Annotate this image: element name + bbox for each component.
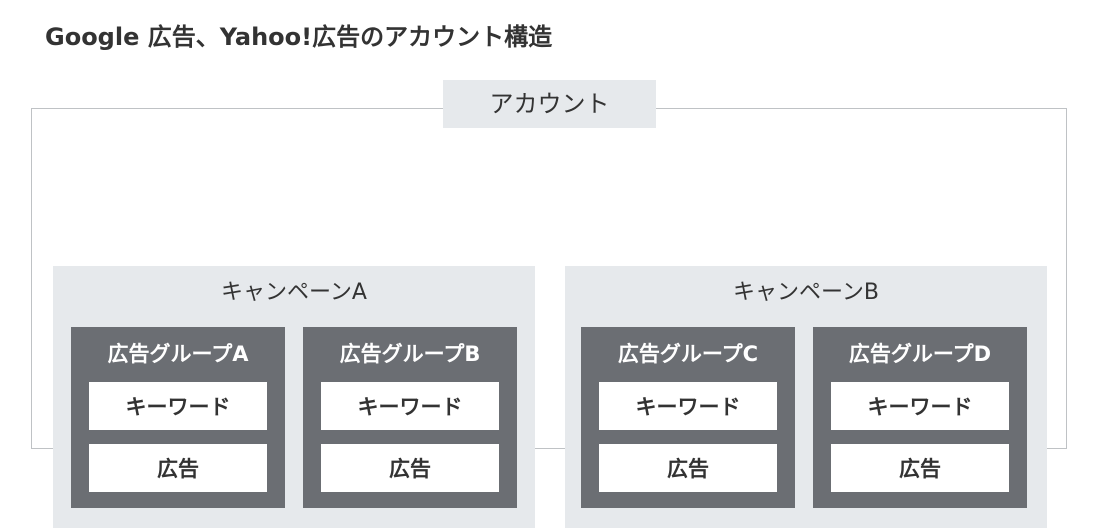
ad-group-b-keyword: キーワード [321,382,499,430]
ad-group-a-title: 広告グループA [107,342,249,366]
ad-group-a-keyword: キーワード [89,382,267,430]
account-label: アカウント [443,80,656,128]
ad-group-b-title: 広告グループB [339,342,481,366]
ad-group-d: 広告グループD キーワード 広告 [813,327,1027,508]
ad-group-d-ad: 広告 [831,444,1009,492]
ad-group-a: 広告グループA キーワード 広告 [71,327,285,508]
campaign-b-title: キャンペーンB [733,280,879,305]
ad-group-c: 広告グループC キーワード 広告 [581,327,795,508]
ad-group-d-title: 広告グループD [848,342,992,366]
ad-group-a-ad: 広告 [89,444,267,492]
campaign-a: キャンペーンA 広告グループA キーワード 広告 広告グループB キーワード 広… [53,266,535,528]
campaign-a-title: キャンペーンA [221,280,367,305]
ad-group-c-title: 広告グループC [617,342,759,366]
ad-group-d-keyword: キーワード [831,382,1009,430]
ad-group-b-ad: 広告 [321,444,499,492]
campaign-b: キャンペーンB 広告グループC キーワード 広告 広告グループD キーワード 広… [565,266,1047,528]
ad-group-c-ad: 広告 [599,444,777,492]
ad-group-c-keyword: キーワード [599,382,777,430]
account-container: キャンペーンA 広告グループA キーワード 広告 広告グループB キーワード 広… [31,108,1067,528]
diagram-title: Google 広告、Yahoo!広告のアカウント構造 [45,23,553,51]
ad-group-b: 広告グループB キーワード 広告 [303,327,517,508]
